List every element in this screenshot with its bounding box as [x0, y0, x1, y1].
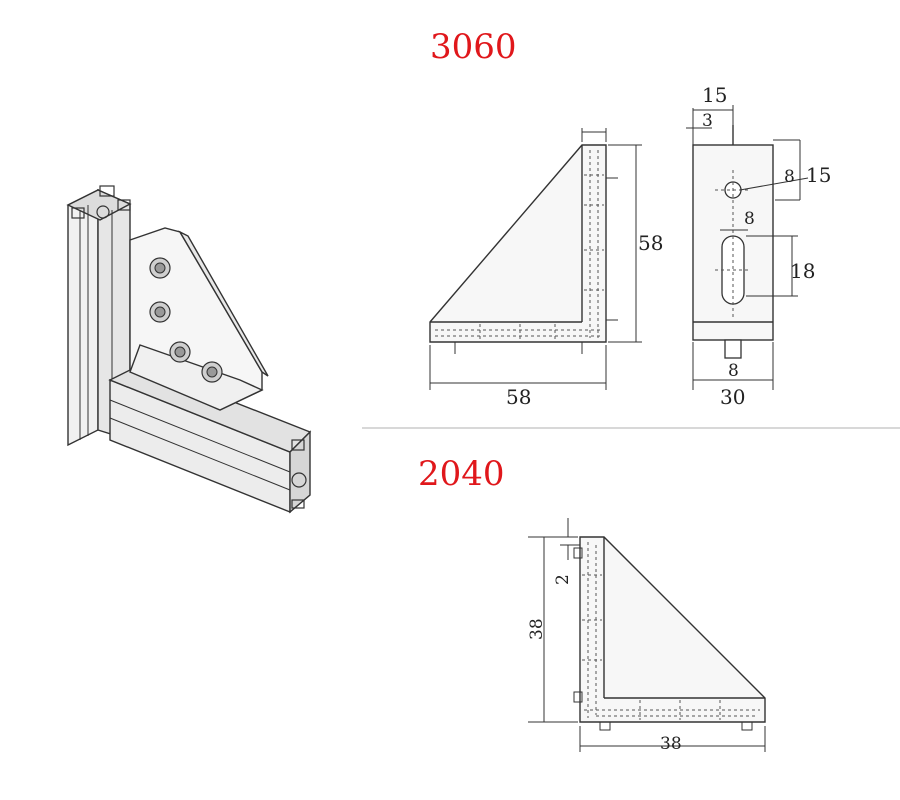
- dim-stud-width-8: 8: [728, 361, 739, 381]
- isometric-bracket-illustration: [66, 185, 312, 514]
- dim-slot-width-8: 8: [744, 209, 755, 229]
- dimensions-2040: 2 38 38: [527, 518, 766, 754]
- side-view-dimensions-3060: 15 3 8 15 8 18 8 30: [686, 83, 831, 409]
- side-view-3060: [692, 125, 774, 359]
- model-title-2040: 2040: [418, 454, 505, 494]
- dim-thickness-2: 2: [553, 574, 573, 585]
- dim-height-38: 38: [527, 618, 547, 640]
- dim-overall-width-30: 30: [720, 385, 745, 409]
- model-title-3060: 3060: [430, 27, 517, 67]
- dim-top-offset-3: 3: [702, 111, 713, 131]
- front-view-dimensions-3060: 58 58: [429, 128, 663, 409]
- dim-top-width-15: 15: [702, 83, 727, 107]
- dim-hole-diameter-8: 8: [784, 167, 795, 187]
- dim-width-38: 38: [660, 734, 682, 754]
- front-view-3060: [429, 144, 618, 354]
- dim-slot-length-18: 18: [790, 259, 815, 283]
- dim-width-58: 58: [506, 385, 531, 409]
- front-view-2040: [573, 536, 766, 731]
- dim-hole-offset-15: 15: [806, 163, 831, 187]
- dim-height-58: 58: [638, 231, 663, 255]
